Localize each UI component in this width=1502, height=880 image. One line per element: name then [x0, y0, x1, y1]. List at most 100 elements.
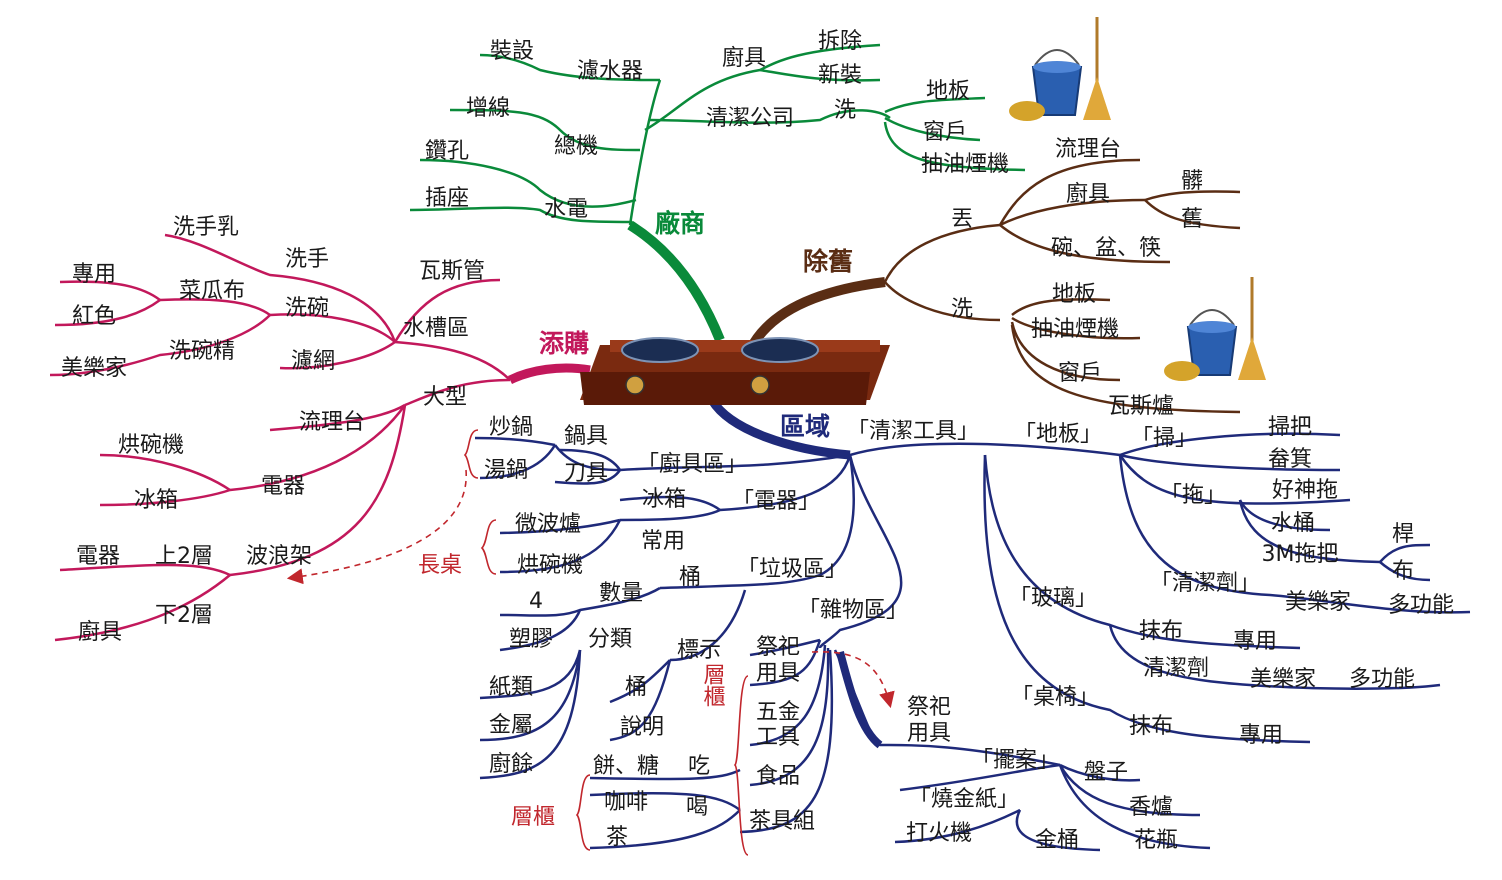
label-a-multi: 多功能 [1388, 593, 1454, 618]
label-a-cookware: 鍋具 [564, 424, 608, 449]
label-a-dustpan: 畚箕 [1268, 447, 1312, 472]
label-r-window: 窗戶 [1058, 361, 1102, 386]
label-v-window: 窗戶 [923, 120, 967, 145]
label-v-floor: 地板 [926, 79, 970, 104]
label-a-altar: 「擺案」 [971, 748, 1059, 773]
label-r-dishes: 碗、盆、筷 [1051, 236, 1161, 261]
label-r-hood: 抽油煙機 [1031, 317, 1119, 342]
label-a-knife: 刀具 [564, 461, 608, 486]
label-a-sort: 分類 [588, 627, 632, 652]
label-p-rack: 波浪架 [246, 544, 312, 569]
label-a-foodwaste: 廚餘 [489, 752, 533, 777]
label-a-dedicated: 專用 [1233, 629, 1277, 654]
label-a-rag: 抹布 [1139, 619, 1183, 644]
label-a-wok: 炒鍋 [489, 415, 533, 440]
label-a-coffee: 咖啡 [604, 790, 648, 815]
label-a-pole: 桿 [1392, 522, 1414, 547]
hub-purchase: 添購 [539, 329, 589, 358]
label-a-plate: 盤子 [1084, 760, 1128, 785]
label-a-eat: 吃 [688, 754, 710, 779]
label-a-lighter: 打火機 [906, 821, 972, 846]
label-p-hand-soap: 洗手乳 [173, 215, 239, 240]
label-a-bin: 桶 [679, 565, 701, 590]
label-v-filter: 濾水器 [577, 59, 643, 84]
label-a-fridge: 冰箱 [642, 487, 686, 512]
label-v-socket: 插座 [425, 186, 469, 211]
label-a-mop: 「拖」 [1160, 483, 1226, 508]
label-a-drink: 喝 [686, 795, 708, 820]
label-p-upper2: 上2層 [155, 544, 213, 569]
label-p-sponge: 菜瓜布 [179, 279, 245, 304]
label-p-strainer: 濾網 [291, 349, 335, 374]
label-a-3m-mop: 3M拖把 [1262, 542, 1339, 567]
label-a-broom: 掃把 [1268, 415, 1312, 440]
label-p-large: 大型 [423, 385, 467, 410]
node-labels: 裝設濾水器增線總機鑽孔插座水電廚具拆除新裝清潔公司洗地板窗戶抽油煙機流理台丟廚具… [61, 29, 1454, 853]
label-v-main: 總機 [554, 134, 598, 159]
label-a-table-chair: 「桌椅」 [1011, 685, 1099, 710]
label-p-fridge: 冰箱 [134, 488, 178, 513]
label-a-dishdryer: 烘碗機 [517, 553, 583, 578]
label-p-appliance: 電器 [261, 474, 305, 499]
label-a-cleaning-tools: 「清潔工具」 [847, 419, 979, 444]
label-a-explain: 說明 [620, 715, 664, 740]
label-v-new-install: 新裝 [818, 63, 862, 88]
label-a-gold-bucket: 金桶 [1035, 828, 1079, 853]
label-v-kitchenware: 廚具 [722, 46, 766, 71]
label-a-trash-zone: 「垃圾區」 [737, 557, 847, 582]
label-p-red: 紅色 [72, 304, 116, 329]
label-a-supplies: 用具 [756, 661, 800, 686]
label-r-kitchenware: 廚具 [1066, 182, 1110, 207]
label-r-sink: 流理台 [1055, 137, 1121, 162]
vendor-branches [409, 43, 1026, 342]
label-v-drill: 鑽孔 [425, 139, 469, 164]
label-p-counter: 流理台 [299, 410, 365, 435]
label-v-add-line: 增線 [466, 96, 510, 121]
label-p-appliance2: 電器 [76, 544, 120, 569]
label-a-joss-paper: 「燒金紙」 [909, 787, 1019, 812]
label-a-tools: 工具 [756, 725, 800, 750]
label-a-tea-set: 茶具組 [749, 809, 815, 834]
label-r-gas-stove: 瓦斯爐 [1108, 394, 1174, 419]
hub-remove: 除舊 [803, 247, 853, 276]
label-v-hood: 抽油煙機 [921, 152, 1009, 177]
label-a-plastic: 塑膠 [509, 627, 553, 652]
label-a-paper: 紙類 [489, 675, 533, 700]
stove-image [580, 337, 890, 405]
label-v-dismantle: 拆除 [818, 29, 862, 54]
label-a-sweep: 「掃」 [1131, 426, 1197, 451]
label-v-wash: 洗 [834, 98, 856, 123]
label-a-dedicated2: 專用 [1239, 723, 1283, 748]
label-a-cabinet2: 層櫃 [511, 805, 555, 830]
label-r-discard: 丟 [951, 207, 973, 232]
label-a-bin2: 桶 [625, 675, 647, 700]
label-a-kitchen-zone: 「廚具區」 [637, 452, 747, 477]
purchase-branches [49, 233, 591, 642]
label-p-lower2: 下2層 [155, 603, 213, 628]
area-branches [474, 397, 1471, 852]
label-a-ritual: 祭祀 [756, 635, 800, 660]
label-v-cleaning-co: 清潔公司 [706, 106, 794, 131]
label-a-multi2: 多功能 [1349, 667, 1415, 692]
hub-area: 區域 [780, 412, 830, 441]
label-p-gas-pipe: 瓦斯管 [419, 259, 485, 284]
area-thick-root [836, 650, 883, 749]
label-a-magic-mop: 好神拖 [1272, 478, 1338, 503]
label-a-cabinet: 層櫃 [700, 663, 726, 707]
label-a-microwave: 微波爐 [515, 512, 581, 537]
label-a-meilejia2: 美樂家 [1250, 667, 1316, 692]
bucket-broom-icon [1009, 17, 1111, 121]
label-a-tea: 茶 [606, 825, 628, 850]
label-r-wash: 洗 [951, 297, 973, 322]
label-a-cleaner: 「清潔劑」 [1150, 571, 1260, 596]
label-p-dedicated: 專用 [72, 262, 116, 287]
label-a-metal: 金屬 [489, 713, 533, 738]
label-a-cloth: 布 [1392, 559, 1414, 584]
label-a-vase: 花瓶 [1134, 828, 1178, 853]
label-a-supplies2: 用具 [907, 721, 951, 746]
label-a-rag2: 抹布 [1129, 714, 1173, 739]
label-a-appliance-zone: 「電器」 [732, 489, 820, 514]
bucket-broom-icon-2 [1164, 277, 1266, 381]
label-a-cleaner2: 清潔劑 [1143, 656, 1209, 681]
